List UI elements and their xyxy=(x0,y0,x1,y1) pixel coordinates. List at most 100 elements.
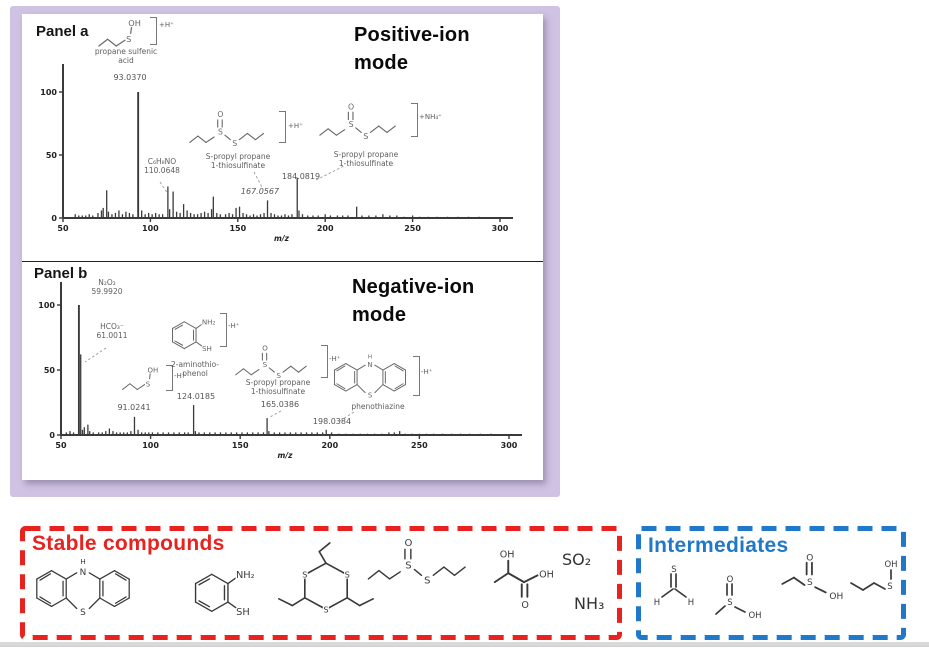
mz-label: 198.0384 xyxy=(312,417,352,426)
bond-line xyxy=(114,573,127,581)
bond-line xyxy=(121,383,131,390)
bond-line xyxy=(282,365,292,373)
bond-line xyxy=(50,597,67,608)
atom-label: S xyxy=(671,565,676,575)
bond-line xyxy=(432,566,445,577)
bond-line xyxy=(36,597,53,608)
bond-line xyxy=(36,570,53,580)
atom-label: OH xyxy=(500,549,515,560)
compound-name-line1: 2-aminothio- xyxy=(170,360,220,369)
bond-line xyxy=(814,586,827,594)
formula-label: HCO₃⁻ xyxy=(100,322,124,331)
stable-compounds-title: Stable compounds xyxy=(32,532,225,555)
atom-label: S xyxy=(424,576,430,587)
intermediates-box xyxy=(636,526,906,640)
atom-label: H xyxy=(80,557,86,566)
bond-line xyxy=(197,135,207,143)
mz-label: 124.0185 xyxy=(176,392,216,401)
bond-line xyxy=(250,369,260,376)
bond-line xyxy=(336,365,346,372)
bond-line xyxy=(268,367,275,373)
bond-line xyxy=(369,125,380,134)
bond-line xyxy=(336,383,346,390)
atom-label: OH xyxy=(147,366,158,374)
x-tick-label: 50 xyxy=(57,224,69,233)
bond-line xyxy=(367,569,380,580)
bond-line xyxy=(174,324,184,330)
panel-b-label: Panel b xyxy=(34,265,88,282)
atom-label: S xyxy=(405,560,411,571)
bond-line xyxy=(674,588,687,598)
atom-label: H xyxy=(654,598,660,608)
bond-line xyxy=(413,568,423,577)
compound-name: propane sulfenic acid xyxy=(84,47,168,65)
bond-line xyxy=(39,573,52,581)
s-propyl-propane-thiosulfinate-structure: OSS xyxy=(367,536,466,588)
x-tick-label: 300 xyxy=(501,441,518,450)
atom-label: OH xyxy=(128,18,141,28)
bond-line xyxy=(382,384,395,392)
bond-line xyxy=(523,574,539,584)
atom-label: S xyxy=(80,608,86,618)
compound-name: S-propyl propane 1-thiosulfinate xyxy=(236,378,320,396)
mass-peaks xyxy=(65,305,492,435)
mass-peaks xyxy=(74,92,480,218)
dashed-border xyxy=(636,526,906,640)
bond-line xyxy=(227,601,237,609)
bond-line xyxy=(174,340,184,346)
x-tick-label: 50 xyxy=(55,441,67,450)
y-tick-label: 50 xyxy=(46,151,58,160)
bond-line xyxy=(393,363,407,371)
bond-line xyxy=(183,321,197,329)
bond-line xyxy=(303,597,327,611)
bond-line xyxy=(205,136,215,143)
adduct-bracket xyxy=(166,365,173,391)
bond-line xyxy=(325,597,349,611)
bond-line xyxy=(356,384,366,394)
s-propyl-propane-thiosulfinate-structure: OSS xyxy=(189,109,265,149)
y-tick-label: 100 xyxy=(38,301,55,310)
bond-line xyxy=(88,597,101,610)
so2-label: SO₂ xyxy=(562,550,592,569)
atom-label: NH₂ xyxy=(236,570,255,581)
mz-label: 110.0648 xyxy=(144,166,180,175)
bond-line xyxy=(297,365,307,373)
bottom-scroll-strip xyxy=(0,642,929,647)
atom-label: O xyxy=(217,110,223,119)
propane-sulfenic-acid-structure: OH S xyxy=(121,365,159,390)
atom-label: S xyxy=(349,120,354,129)
compound-name-line2: 1-thiosulfinate xyxy=(250,387,306,396)
bond-line xyxy=(873,582,886,590)
bond-line xyxy=(227,577,237,585)
bond-line xyxy=(378,125,388,134)
bond-line xyxy=(114,596,127,604)
bond-line xyxy=(507,572,525,584)
intermediates-title: Intermediates xyxy=(648,534,789,557)
bond-line xyxy=(388,571,401,580)
bond-line xyxy=(136,384,146,390)
bond-line xyxy=(374,384,384,394)
adduct-label: +NH₄⁺ xyxy=(419,113,442,121)
bond-line xyxy=(195,323,203,329)
atom-label: S xyxy=(146,380,151,388)
bond-line xyxy=(394,365,404,372)
compound-name: S-propyl propane 1-thiosulfinate xyxy=(194,152,282,170)
atom-label: S xyxy=(232,139,237,148)
bond-line xyxy=(781,576,795,585)
y-tick-label: 0 xyxy=(49,431,55,440)
atom-label: OH xyxy=(829,592,843,602)
panel-b-mode-title-line2: mode xyxy=(352,304,407,326)
atom-label: N xyxy=(80,568,87,578)
atom-label: S xyxy=(218,127,223,136)
atom-label: SH xyxy=(202,344,212,353)
bond-line xyxy=(149,371,151,380)
bond-line xyxy=(198,578,211,586)
bond-line xyxy=(106,38,117,47)
